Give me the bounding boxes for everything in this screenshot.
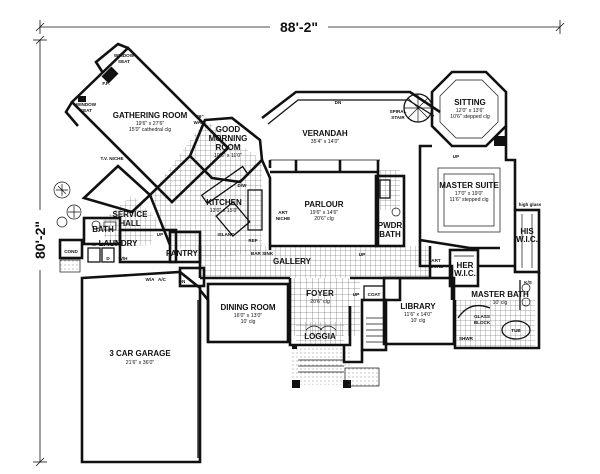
morning-room-line1: GOOD bbox=[216, 125, 241, 134]
depth-label: 80'-2" bbox=[32, 221, 48, 259]
foyer-up-label: UP bbox=[353, 292, 359, 297]
service-hall-line1: SERVICE bbox=[113, 210, 149, 219]
sitting-up-label: UP bbox=[453, 154, 459, 159]
master-suite-size: 17'0" x 19'0" bbox=[455, 191, 484, 197]
dining-room-clg: 10' clg bbox=[241, 319, 256, 325]
high-glass-label: high glass bbox=[519, 202, 542, 207]
water-heater-label: W/H bbox=[119, 256, 129, 261]
coat-label: COAT bbox=[368, 292, 381, 297]
kitchen-size: 13'0" x 15'0" bbox=[210, 208, 239, 214]
window-seat-top-line2: SEAT bbox=[118, 59, 130, 64]
tv-niche-label: T.V. NICHE bbox=[100, 156, 123, 161]
library-name: LIBRARY bbox=[400, 302, 436, 311]
walls bbox=[58, 42, 541, 464]
her-wic-line2: W.I.C. bbox=[454, 269, 476, 278]
kitchen-island-label: ISLAND bbox=[217, 232, 235, 237]
foyer-clg: 20'6" clg bbox=[310, 299, 330, 305]
master-suite-name: MASTER SUITE bbox=[439, 181, 499, 190]
kitchen-name: KITCHEN bbox=[206, 198, 242, 207]
wall-36-line1: 36" bbox=[196, 114, 203, 119]
sitting-size: 12'0" x 13'6" bbox=[456, 108, 485, 114]
gathering-room-clg: 15'0" cathedral clg bbox=[129, 127, 171, 133]
service-hall-line2: HALL bbox=[119, 219, 140, 228]
morning-room-line2: MORNING bbox=[209, 134, 248, 143]
loggia-label: LOGGIA bbox=[304, 332, 336, 341]
spiral-stair-line2: STAIR bbox=[391, 115, 405, 120]
side-bath-label: BATH bbox=[92, 225, 114, 234]
glass-block-line2: BLOCK bbox=[474, 320, 491, 325]
master-bath-clg: 10' clg bbox=[493, 300, 508, 306]
garage-name: 3 CAR GARAGE bbox=[109, 349, 171, 358]
glass-block-line1: GLASS bbox=[474, 314, 490, 319]
window-seat-top-line1: WINDOW bbox=[114, 53, 135, 58]
dishwasher-label: D/W bbox=[238, 183, 248, 188]
morning-room-line3: ROOM bbox=[216, 143, 241, 152]
morning-room-size: 10'6" x 11'0" bbox=[214, 153, 242, 159]
width-dimension: 88'-2" bbox=[35, 18, 565, 36]
refrigerator-label: REF bbox=[248, 238, 257, 243]
gallery-label: GALLERY bbox=[273, 257, 312, 266]
dining-room-size: 16'0" x 13'0" bbox=[234, 313, 263, 319]
depth-dimension: 80'-2" bbox=[30, 35, 50, 467]
sitting-name: SITTING bbox=[454, 98, 486, 107]
pantry-label: PANTRY bbox=[166, 249, 199, 258]
laundry-label: LAUNDRY bbox=[99, 239, 138, 248]
hall-art-niche-line1: ART bbox=[431, 258, 441, 263]
parlour-art-niche-line1: ART bbox=[278, 210, 288, 215]
verandah-size: 35'4" x 14'0" bbox=[311, 139, 340, 145]
gallery-up-label: UP bbox=[359, 252, 365, 257]
labels: GATHERING ROOM 19'6" x 27'6" 15'0" cathe… bbox=[64, 53, 542, 366]
verandah-dn-label: DN bbox=[335, 100, 342, 105]
his-wic-line1: HIS bbox=[520, 227, 534, 236]
library-stair-treads bbox=[366, 317, 384, 343]
ac-label: A/C bbox=[158, 277, 167, 282]
landscape-trees bbox=[53, 181, 82, 228]
gathering-room-name: GATHERING ROOM bbox=[113, 111, 188, 120]
washer-label: W bbox=[92, 242, 97, 247]
her-wic-line1: HER bbox=[457, 261, 474, 270]
his-wic-line2: W.I.C. bbox=[516, 235, 538, 244]
master-suite-clg: 11'6" stepped clg bbox=[449, 197, 488, 203]
garage-dn-label: DN bbox=[179, 279, 186, 284]
library-size: 11'6" x 14'0" bbox=[404, 312, 432, 318]
verandah-name: VERANDAH bbox=[302, 129, 348, 138]
garage-size: 21'6" x 36'0" bbox=[126, 360, 155, 366]
library-clg: 10' clg bbox=[411, 318, 426, 324]
bar-sink-label: BAR SINK bbox=[251, 251, 274, 256]
hall-art-niche-line2: NICHE bbox=[429, 264, 443, 269]
shower-label: SHWR bbox=[459, 336, 474, 341]
condenser-label: COND bbox=[64, 249, 78, 254]
window-seat-left-line1: WINDOW bbox=[76, 102, 97, 107]
tub-label: TUB bbox=[511, 328, 521, 333]
fireplace-master-label: F.P. bbox=[496, 140, 503, 145]
tile-areas bbox=[98, 120, 535, 385]
wall-36-line2: WALL bbox=[193, 120, 206, 125]
porch-steps bbox=[298, 359, 344, 373]
powder-bath-line1: PWDR bbox=[378, 221, 403, 230]
gathering-room-size: 19'6" x 27'6" bbox=[136, 121, 165, 127]
hall-up-label: UP bbox=[157, 232, 163, 237]
dryer-label: D bbox=[106, 256, 110, 261]
parlour-clg: 20'6" clg bbox=[314, 216, 334, 222]
powder-bath-line2: BATH bbox=[379, 230, 401, 239]
fireplace-gathering-label: F.P. bbox=[102, 81, 109, 86]
dining-room-name: DINING ROOM bbox=[220, 303, 275, 312]
parlour-name: PARLOUR bbox=[305, 200, 344, 209]
sitting-clg: 10'6" stepped clg bbox=[450, 114, 490, 120]
foyer-name: FOYER bbox=[306, 289, 334, 298]
master-bath-name: MASTER BATH bbox=[471, 290, 529, 299]
width-label: 88'-2" bbox=[280, 19, 318, 35]
parlour-art-niche-line2: NICHE bbox=[276, 216, 290, 221]
wa-label: W/A bbox=[146, 277, 156, 282]
ks-label: K/S bbox=[524, 280, 532, 285]
parlour-size: 19'6" x 14'6" bbox=[310, 210, 339, 216]
spiral-stair-line1: SPIRAL bbox=[390, 109, 407, 114]
window-seat-left-line2: SEAT bbox=[80, 108, 92, 113]
